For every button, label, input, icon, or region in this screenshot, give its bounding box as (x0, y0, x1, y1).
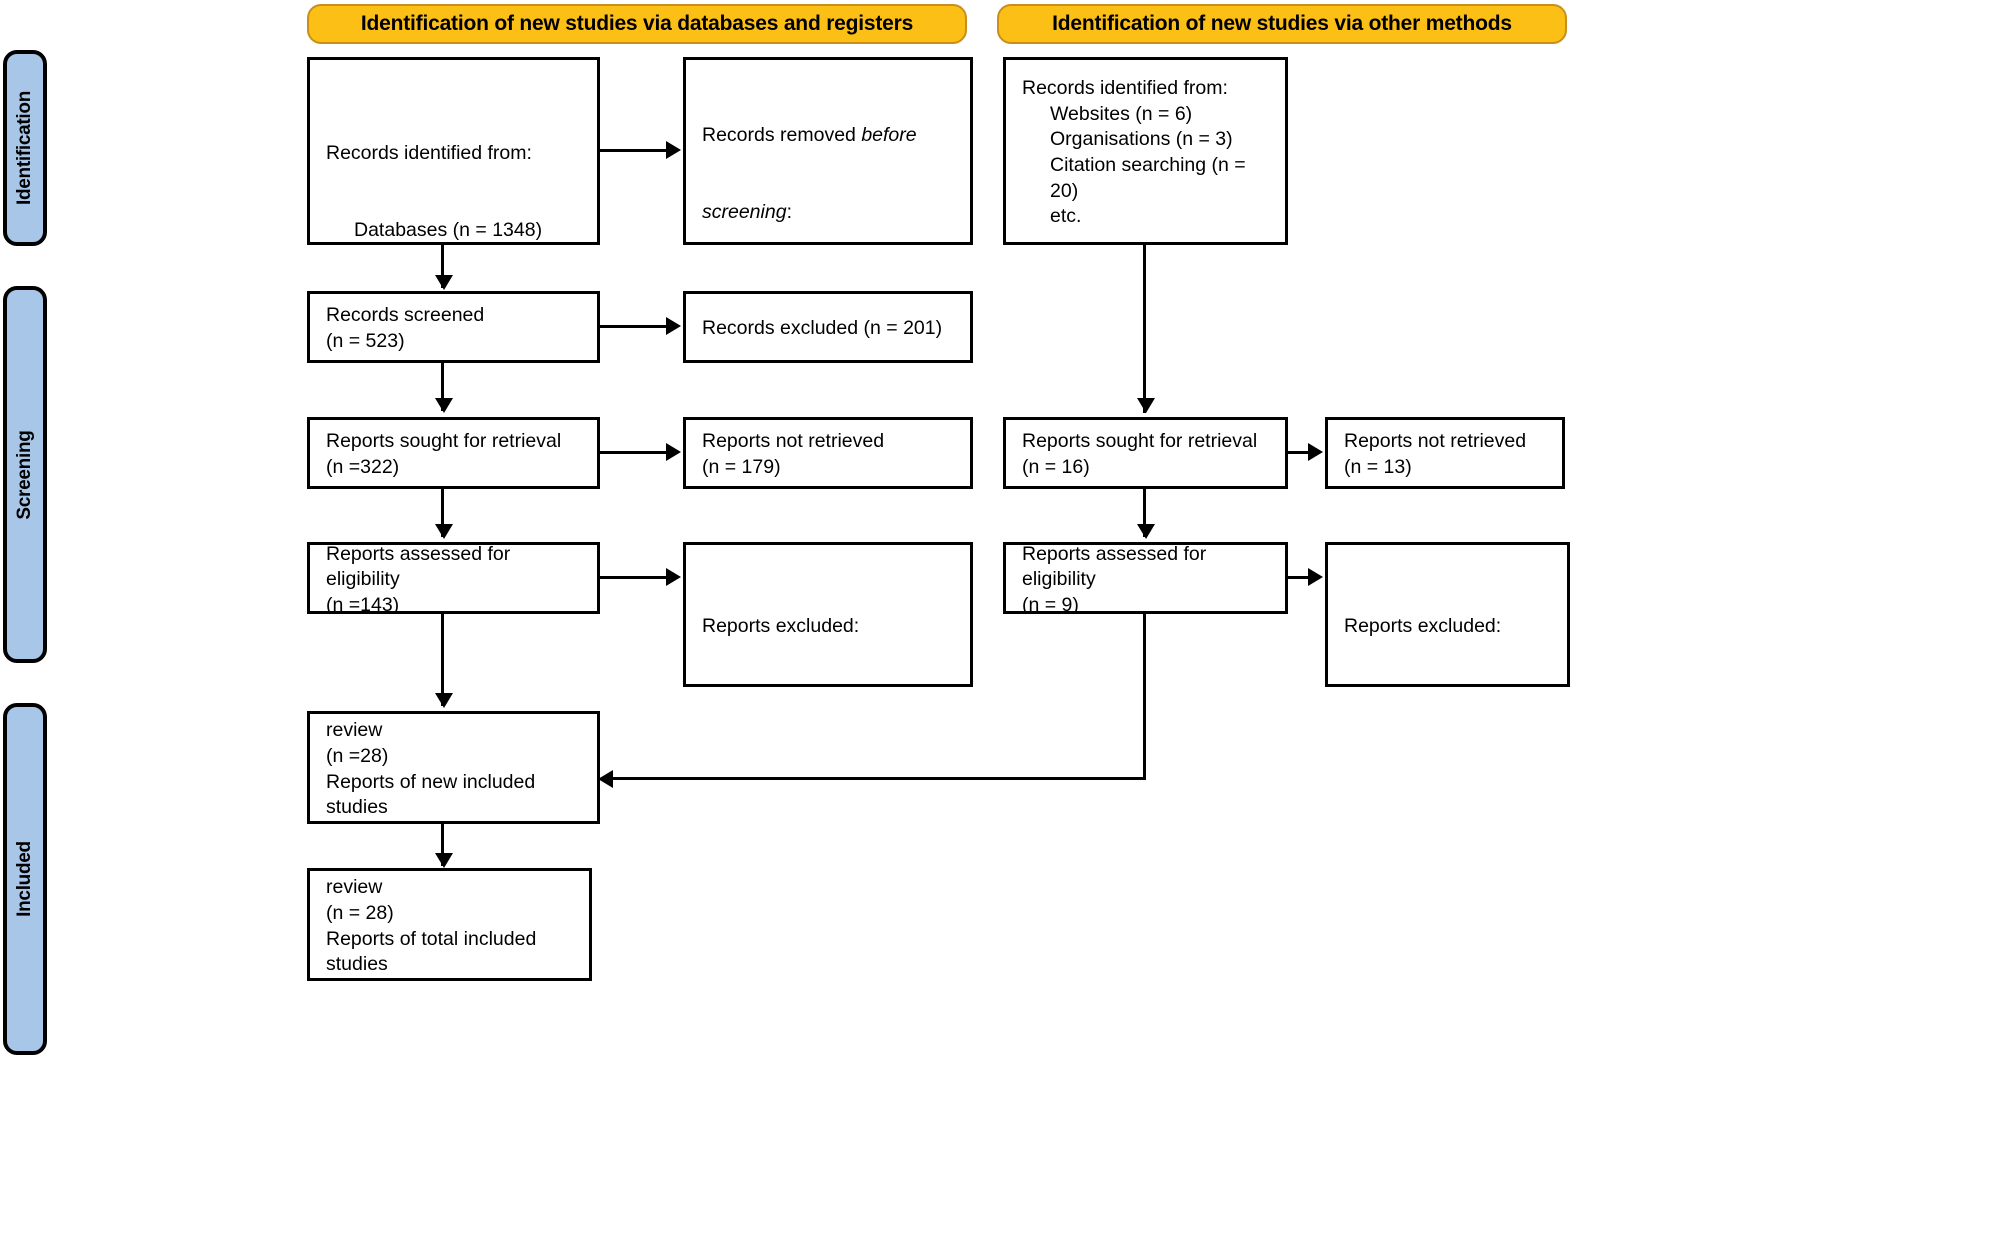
reports-excluded-right-heading: Reports excluded: (1344, 615, 1502, 638)
banner-other-methods: Identification of new studies via other … (997, 4, 1567, 44)
records-identified-other-heading: Records identified from: (1022, 77, 1228, 100)
stage-label-identification-text: Identification (14, 90, 35, 206)
stage-label-identification: Identification (3, 50, 47, 246)
connector-other-identified-to-sought (1143, 245, 1146, 413)
records-identified-other-item: Websites (n = 6) (1050, 102, 1193, 125)
reports-assessed-right-line1: Reports assessed for eligibility (1022, 542, 1212, 591)
total-studies-line2: (n = 28) (326, 901, 394, 924)
reports-not-retrieved-left-line1: Reports not retrieved (702, 430, 885, 453)
records-screened-line1: Records screened (326, 304, 485, 327)
connector-identified-to-screened (441, 245, 444, 288)
banner-databases-registers: Identification of new studies via databa… (307, 4, 967, 44)
stage-label-screening-text: Screening (14, 429, 35, 520)
connector-right-assessed-elbow-vertical (1143, 614, 1146, 780)
box-reports-not-retrieved-right: Reports not retrieved (n = 13) (1325, 417, 1565, 489)
records-removed-heading-part1: Records removed (702, 124, 862, 147)
connector-identified-to-removed (600, 149, 668, 152)
box-reports-excluded-right: Reports excluded: Reason 1 (n =5 ) Reaso… (1325, 542, 1570, 687)
records-removed-heading-line2: screening: (702, 200, 954, 226)
reports-not-retrieved-left-line2: (n = 179) (702, 456, 781, 478)
box-reports-excluded-left: Reports excluded: Reason 1 (n = 22) Reas… (683, 542, 973, 687)
arrow-sought-to-assessed-right (1137, 524, 1155, 539)
reports-sought-right-line1: Reports sought for retrieval (1022, 430, 1258, 453)
arrow-screened-to-excluded (666, 317, 681, 335)
reports-excluded-left-heading: Reports excluded: (702, 615, 860, 638)
connector-screened-to-sought (441, 363, 444, 411)
connector-screened-to-excluded (600, 325, 668, 328)
total-studies-line1: Total studies included in review (326, 871, 533, 899)
arrow-screened-to-sought (435, 398, 453, 413)
banner-databases-label: Identification of new studies via databa… (360, 12, 914, 36)
connector-assessed-to-new-studies (441, 614, 444, 706)
arrow-sought-to-not-retrieved-right (1308, 443, 1323, 461)
total-studies-line4: (n = 75) (326, 978, 573, 979)
arrow-identified-to-removed (666, 141, 681, 159)
records-identified-other-item: Citation searching (n = 20) (1050, 154, 1252, 202)
box-records-identified-databases: Records identified from: Databases (n = … (307, 57, 600, 245)
connector-assessed-to-excluded-right (1288, 576, 1310, 579)
arrow-identified-to-screened (435, 275, 453, 290)
records-identified-item: Databases (n = 1348) (354, 218, 543, 241)
reports-assessed-right-line2: (n = 9) (1022, 593, 1079, 614)
stage-label-included: Included (3, 703, 47, 1055)
banner-other-label: Identification of new studies via other … (1052, 12, 1512, 36)
records-removed-heading-part2: screening (702, 200, 787, 223)
records-identified-heading: Records identified from: (326, 142, 532, 165)
connector-sought-to-not-retrieved-left (600, 451, 668, 454)
connector-sought-to-not-retrieved-right (1288, 451, 1310, 454)
records-excluded-line1: Records excluded (n = 201) (702, 317, 943, 340)
records-removed-heading-italic: before (861, 124, 917, 147)
arrow-assessed-to-excluded-left (666, 568, 681, 586)
records-identified-other-item: etc. (1050, 205, 1082, 228)
box-records-excluded: Records excluded (n = 201) (683, 291, 973, 363)
reports-not-retrieved-right-line1: Reports not retrieved (1344, 430, 1527, 453)
arrow-right-assessed-to-new-studies (598, 770, 613, 788)
box-total-studies-included: Total studies included in review (n = 28… (307, 868, 592, 981)
reports-sought-right-line2: (n = 16) (1022, 456, 1090, 478)
box-reports-sought-right: Reports sought for retrieval (n = 16) (1003, 417, 1288, 489)
records-screened-line2: (n = 523) (326, 330, 405, 352)
arrow-other-identified-to-sought (1137, 398, 1155, 413)
arrow-new-studies-to-total (435, 853, 453, 868)
new-studies-line4: (n =75) (326, 821, 581, 822)
arrow-assessed-to-new-studies (435, 693, 453, 708)
arrow-sought-to-not-retrieved-left (666, 443, 681, 461)
reports-sought-left-line2: (n =322) (326, 456, 400, 478)
box-reports-assessed-right: Reports assessed for eligibility (n = 9) (1003, 542, 1288, 614)
arrow-sought-to-assessed-left (435, 524, 453, 539)
reports-not-retrieved-right-line2: (n = 13) (1344, 456, 1412, 478)
connector-sought-to-assessed-left (441, 489, 444, 537)
arrow-assessed-to-excluded-right (1308, 568, 1323, 586)
new-studies-line2: (n =28) (326, 744, 389, 767)
records-identified-other-item: Organisations (n = 3) (1050, 128, 1233, 151)
reports-assessed-left-line2: (n =143) (326, 593, 400, 614)
box-records-removed-before-screening: Records removed before screening: Duplic… (683, 57, 973, 245)
box-records-identified-other: Records identified from: Websites (n = 6… (1003, 57, 1288, 245)
connector-right-assessed-elbow-horizontal (612, 777, 1146, 780)
stage-label-included-text: Included (14, 841, 35, 917)
records-removed-heading-colon: : (786, 200, 792, 223)
records-removed-heading: Records removed before (702, 123, 954, 149)
new-studies-line1: New studies included in review (326, 714, 531, 742)
box-reports-assessed-left: Reports assessed for eligibility (n =143… (307, 542, 600, 614)
stage-label-screening: Screening (3, 286, 47, 663)
box-new-studies-included: New studies included in review (n =28) R… (307, 711, 600, 824)
connector-sought-to-assessed-right (1143, 489, 1146, 537)
new-studies-line3: Reports of new included studies (326, 770, 541, 819)
reports-assessed-left-line1: Reports assessed for eligibility (326, 542, 516, 591)
connector-new-studies-to-total (441, 824, 444, 866)
connector-assessed-to-excluded-left (600, 576, 668, 579)
box-reports-not-retrieved-left: Reports not retrieved (n = 179) (683, 417, 973, 489)
box-records-screened: Records screened (n = 523) (307, 291, 600, 363)
reports-sought-left-line1: Reports sought for retrieval (326, 430, 562, 453)
total-studies-line3: Reports of total included studies (326, 927, 542, 976)
box-reports-sought-left: Reports sought for retrieval (n =322) (307, 417, 600, 489)
